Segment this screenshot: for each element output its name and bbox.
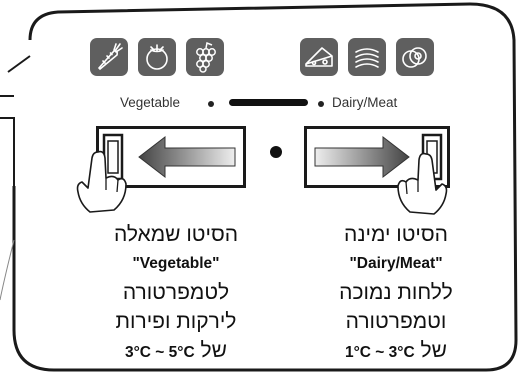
instruction-left-line4: לירקות ופירות	[115, 310, 237, 333]
instruction-right-line1: הסיטו ימינה	[344, 223, 448, 246]
vegetable-indicator-dot	[208, 101, 214, 107]
slider-left-diagram	[96, 126, 246, 188]
instruction-right-temp-range: 1°C ~ 3°C	[344, 344, 415, 361]
instruction-right-temp: של 1°C ~ 3°C	[296, 336, 496, 367]
dairy-meat-label: Dairy/Meat	[332, 95, 398, 110]
instruction-left-line3: לטמפרטורה	[122, 281, 230, 304]
dairy-meat-indicator-dot	[318, 101, 324, 107]
instruction-right-mode: "Dairy/Meat"	[349, 255, 443, 272]
tomato-icon	[138, 38, 176, 76]
center-separator-dot	[270, 146, 282, 158]
vegetable-label: Vegetable	[120, 95, 181, 110]
instruction-left: הסיטו שמאלה "Vegetable" לטמפרטורה לירקות…	[76, 220, 276, 367]
instruction-left-temp-prefix: של	[200, 339, 227, 362]
arrow-right-icon	[314, 135, 410, 179]
instruction-left-mode: "Vegetable"	[132, 255, 220, 272]
instruction-right-temp-prefix: של	[420, 339, 447, 362]
instruction-left-temp-range: 3°C ~ 5°C	[124, 344, 195, 361]
instruction-left-temp: של 3°C ~ 5°C	[76, 336, 276, 367]
sausages-icon	[348, 38, 386, 76]
arrow-left-icon	[138, 135, 236, 179]
instruction-left-line1: הסיטו שמאלה	[113, 223, 239, 246]
instruction-right: הסיטו ימינה "Dairy/Meat" ללחות נמוכה וטמ…	[296, 220, 496, 367]
meat-icon	[396, 38, 434, 76]
hand-left-icon	[76, 150, 127, 213]
grapes-icon	[186, 38, 224, 76]
instruction-right-line3: ללחות נמוכה	[339, 281, 453, 304]
instruction-right-line4: וטמפרטורה	[345, 310, 447, 333]
selector-track	[229, 99, 308, 106]
cheese-icon	[300, 38, 338, 76]
carrot-icon	[90, 38, 128, 76]
hand-right-icon	[397, 152, 448, 215]
